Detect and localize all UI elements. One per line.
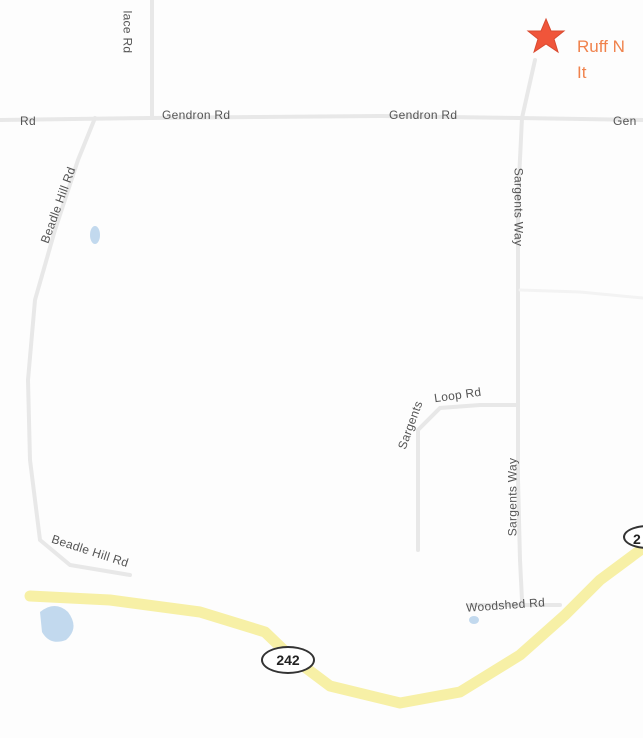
beadle-hill-rd-line <box>25 116 132 577</box>
pond-woodshed <box>469 616 479 624</box>
gendron-rd-line <box>0 113 643 122</box>
route-242-shield: 242 <box>261 646 315 674</box>
poi-name-line2: It <box>577 63 587 82</box>
sargents-way-line <box>516 58 537 602</box>
sargents-way-label-upper: Sargents Way <box>511 167 526 247</box>
gendron-rd-label-left-cut: Rd <box>20 114 36 128</box>
poi-name-line1: Ruff N <box>577 37 625 56</box>
terrain-contour <box>518 288 643 300</box>
pond-upper <box>90 226 100 244</box>
gendron-rd-label-2: Gendron Rd <box>389 108 458 122</box>
star-marker-icon[interactable] <box>526 17 566 54</box>
place-rd-label: lace Rd <box>120 10 135 54</box>
sargents-loop-rd-line <box>416 403 520 552</box>
route-242-highway <box>24 542 643 709</box>
gendron-rd-label-right-cut: Gen <box>613 114 637 128</box>
pond-lower-left <box>40 606 74 642</box>
sargents-way-label-lower: Sargents Way <box>505 457 520 537</box>
gendron-rd-label-1: Gendron Rd <box>162 108 231 122</box>
poi-ruff-n-it-label[interactable]: Ruff N It <box>577 34 625 86</box>
